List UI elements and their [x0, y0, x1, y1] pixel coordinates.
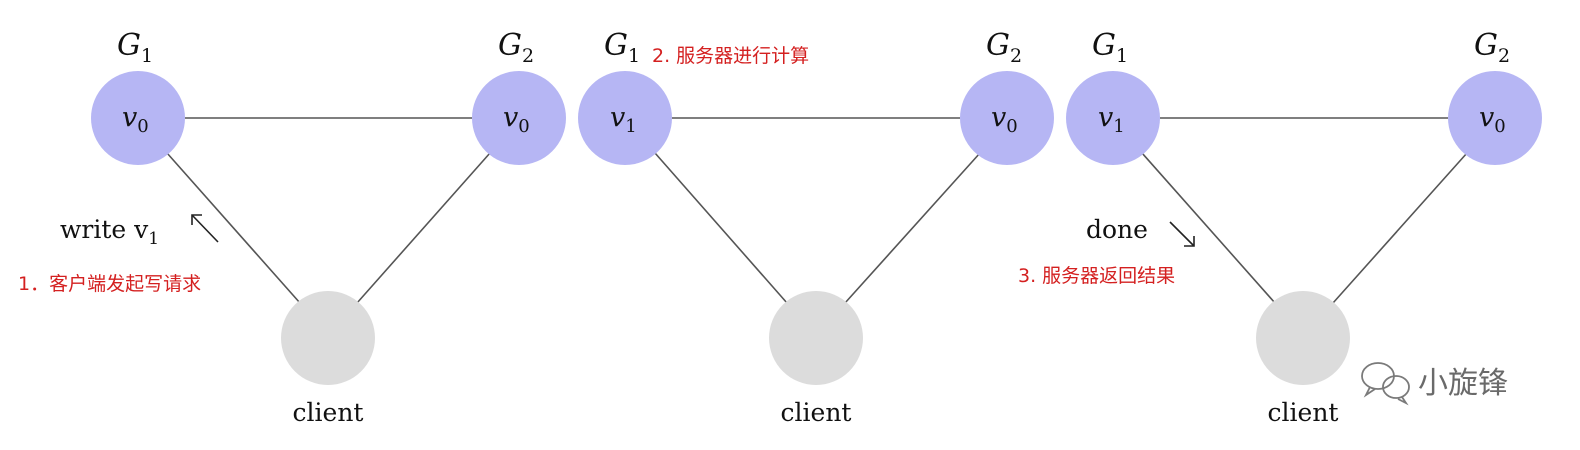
panel-1: G1 G2 v0 v0 client write v1 1．客户端发起写请求 — [18, 28, 566, 427]
client-label: client — [781, 398, 852, 427]
panel-2: G1 G2 v1 v0 client 2. 服务器进行计算 — [578, 28, 1054, 427]
server-node-g1 — [578, 71, 672, 165]
watermark-text: 小旋锋 — [1418, 366, 1508, 401]
done-message: done — [1086, 215, 1148, 244]
step-2-note: 2. 服务器进行计算 — [652, 45, 809, 67]
server-node-g1 — [1066, 71, 1160, 165]
client-label: client — [1268, 398, 1339, 427]
g1-label: G1 — [604, 28, 640, 67]
client-node — [769, 291, 863, 385]
server-node-g2 — [960, 71, 1054, 165]
client-label: client — [293, 398, 364, 427]
panel-3: G1 G2 v1 v0 client done 3. 服务器返回结果 — [1018, 28, 1542, 427]
g2-value: v0 — [991, 102, 1018, 137]
edge-g2-client — [844, 152, 981, 304]
server-node-g2 — [1448, 71, 1542, 165]
g1-value: v0 — [122, 102, 149, 137]
edge-g1-client — [1141, 152, 1276, 304]
g2-label: G2 — [1474, 28, 1510, 67]
step-3-note: 3. 服务器返回结果 — [1018, 265, 1175, 287]
g1-value: v1 — [1098, 102, 1125, 137]
step-1-note: 1．客户端发起写请求 — [18, 273, 201, 295]
watermark: 小旋锋 — [1361, 362, 1508, 406]
edge-g2-client — [356, 152, 491, 304]
g1-label: G1 — [1092, 28, 1128, 67]
arrow-up-left-icon — [191, 214, 219, 243]
g2-value: v0 — [1479, 102, 1506, 137]
write-message: write v1 — [60, 215, 159, 249]
arrow-down-right-icon — [1169, 221, 1195, 247]
g1-value: v1 — [610, 102, 637, 137]
server-node-g1 — [91, 71, 185, 165]
edge-g1-client — [654, 152, 788, 304]
edge-g2-client — [1332, 152, 1468, 304]
g2-label: G2 — [986, 28, 1022, 67]
edge-g1-client — [166, 152, 301, 304]
server-node-g2 — [472, 71, 566, 165]
client-node — [1256, 291, 1350, 385]
g2-value: v0 — [503, 102, 530, 137]
client-node — [281, 291, 375, 385]
wechat-icon — [1361, 362, 1410, 406]
g1-label: G1 — [117, 28, 153, 67]
g2-label: G2 — [498, 28, 534, 67]
